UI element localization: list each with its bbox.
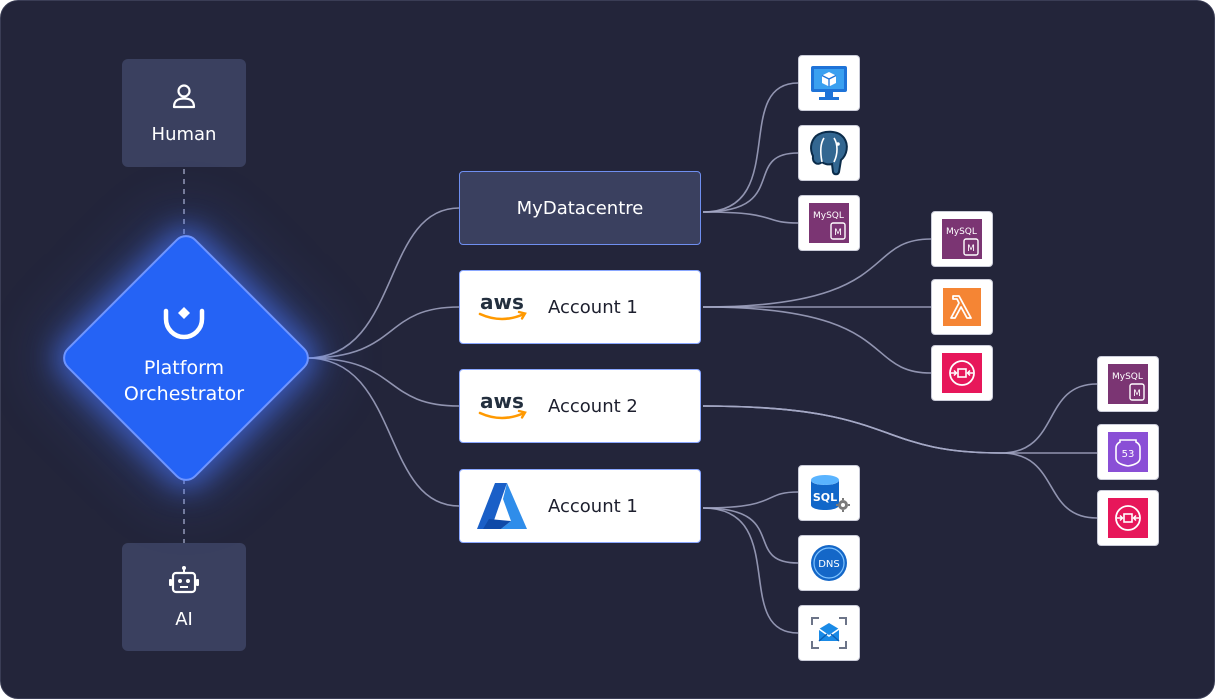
human-label: Human	[151, 123, 217, 145]
human-actor: Human	[122, 59, 246, 167]
dc-mysql-tile: MySQL M	[798, 195, 860, 251]
mysql-text: MySQL	[1112, 372, 1143, 382]
mysql-badge: M	[967, 244, 975, 254]
aws2-to-mysql-line	[702, 383, 1098, 454]
azure1-to-sql-line	[702, 491, 799, 509]
orchestrator-to-aws-account1-line	[306, 306, 460, 359]
dc-to-mysql-line	[702, 211, 799, 224]
platform-orchestrator-content: Platform Orchestrator	[95, 267, 273, 445]
lambda-tile	[931, 279, 993, 335]
aws2-mysql-tile: MySQL M	[1097, 356, 1159, 412]
azure-sql-icon: SQL	[807, 473, 851, 513]
sqs-icon	[942, 353, 982, 393]
mysql-icon: MySQL M	[809, 203, 849, 243]
route53-icon: 53	[1108, 432, 1148, 472]
aws1-to-mysql-line	[702, 238, 932, 308]
mysql-badge: M	[1133, 389, 1141, 399]
aws-logo-text: aws	[480, 290, 524, 314]
route53-text: 53	[1122, 449, 1135, 460]
mysql-text: MySQL	[946, 227, 977, 237]
azure-dns-icon: DNS	[809, 543, 849, 583]
azure-dns-tile: DNS	[798, 535, 860, 591]
azure-sql-tile: SQL	[798, 465, 860, 521]
aws2-sqs-tile	[1097, 490, 1159, 546]
dc-to-postgres-line	[702, 152, 799, 213]
mysql-badge: M	[834, 228, 842, 238]
azure-logo-icon	[474, 481, 530, 531]
azure-account1-label: Account 1	[548, 495, 638, 517]
postgresql-icon	[808, 130, 850, 176]
aws2-to-sqs-line	[702, 405, 1098, 519]
aws2-to-route53-line	[702, 405, 1097, 454]
orchestrator-title-line1: Platform	[143, 357, 225, 379]
azure-dns-text: DNS	[818, 559, 840, 570]
route53-tile: 53	[1097, 424, 1159, 480]
humanitec-logo-icon	[162, 305, 206, 345]
vm-tile	[798, 55, 860, 111]
aws-account2-node: aws Account 2	[459, 369, 701, 443]
azure-sql-text: SQL	[813, 491, 837, 504]
orchestrator-to-azure-account1-line	[306, 357, 460, 507]
mysql-icon: MySQL M	[1108, 364, 1148, 404]
mydatacentre-label: MyDatacentre	[516, 197, 644, 219]
mysql-icon: MySQL M	[942, 219, 982, 259]
aws-account1-label: Account 1	[548, 296, 638, 318]
ai-label: AI	[175, 608, 193, 630]
ai-actor: AI	[122, 543, 246, 651]
mydatacentre-node: MyDatacentre	[459, 171, 701, 245]
aws-account2-label: Account 2	[548, 395, 638, 417]
azure1-to-dns-line	[702, 507, 799, 564]
azure-communication-icon	[809, 615, 849, 651]
aws-logo-icon: aws	[474, 389, 530, 423]
azure-account1-node: Account 1	[459, 469, 701, 543]
aws-logo-icon: aws	[474, 290, 530, 324]
virtual-machine-icon	[809, 64, 849, 102]
lambda-icon	[943, 288, 981, 326]
aws1-to-sqs-line	[702, 306, 932, 374]
sqs-icon	[1108, 498, 1148, 538]
aws1-sqs-tile	[931, 345, 993, 401]
orchestrator-to-aws-account2-line	[306, 357, 460, 407]
person-icon	[170, 82, 198, 110]
azure-communication-tile	[798, 605, 860, 661]
aws1-mysql-tile: MySQL M	[931, 211, 993, 267]
postgresql-tile	[798, 125, 860, 181]
dc-to-vm-line	[702, 82, 799, 213]
orchestrator-to-mydatacentre-line	[306, 207, 460, 359]
orchestrator-title-line2: Orchestrator	[123, 383, 245, 405]
robot-icon	[167, 565, 201, 595]
aws-account1-node: aws Account 1	[459, 270, 701, 344]
azure1-to-communication-line	[702, 507, 799, 634]
aws-logo-text: aws	[480, 389, 524, 413]
mysql-text: MySQL	[813, 211, 844, 221]
